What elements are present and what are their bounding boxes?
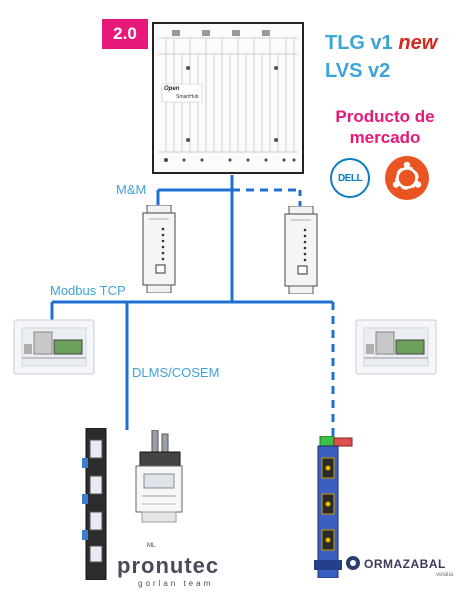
ormazabal-logo-text: ORMAZABAL bbox=[364, 557, 446, 571]
modbus-link-label: Modbus TCP bbox=[50, 283, 126, 298]
lvs-version-title: LVS v2 bbox=[325, 60, 391, 82]
dell-logo-text: DELL bbox=[337, 172, 363, 184]
pronutec-meter-unit bbox=[134, 429, 184, 528]
smarthub-device: Open SmartHub bbox=[152, 22, 304, 174]
version-badge: 2.0 bbox=[102, 19, 148, 49]
market-product-line2: mercado bbox=[349, 128, 421, 147]
meter-enclosure-left bbox=[12, 318, 96, 376]
meter-ml-label: ML bbox=[147, 543, 156, 549]
market-product-line1: Producto de bbox=[335, 107, 435, 126]
mm-module-left bbox=[141, 204, 177, 294]
dell-logo: DELL bbox=[330, 158, 370, 198]
tlg-version-text: TLG v1 bbox=[325, 32, 393, 54]
meter-enclosure-right bbox=[354, 318, 438, 376]
pronutec-logo-sub: gorlan team bbox=[138, 579, 214, 588]
hub-brand-label: Open bbox=[164, 86, 180, 92]
tlg-version-title: TLG v1 new bbox=[325, 32, 437, 55]
mm-link-label: M&M bbox=[116, 182, 147, 197]
new-tag: new bbox=[398, 32, 438, 54]
mm-module-right bbox=[283, 205, 319, 295]
ubuntu-icon bbox=[385, 156, 429, 200]
market-product-label: Producto de mercado bbox=[320, 106, 450, 148]
ormazabal-fuse-strip bbox=[312, 435, 358, 579]
ormazabal-logo-mark bbox=[346, 556, 360, 570]
hub-name-label: SmartHub bbox=[176, 94, 199, 100]
dlms-link-label: DLMS/COSEM bbox=[132, 365, 220, 380]
pronutec-fuse-strip bbox=[82, 427, 110, 581]
hub-fins-graphic bbox=[158, 30, 298, 162]
ormazabal-logo-sub: velatia bbox=[436, 572, 454, 578]
pronutec-logo: pronutec bbox=[117, 553, 220, 578]
